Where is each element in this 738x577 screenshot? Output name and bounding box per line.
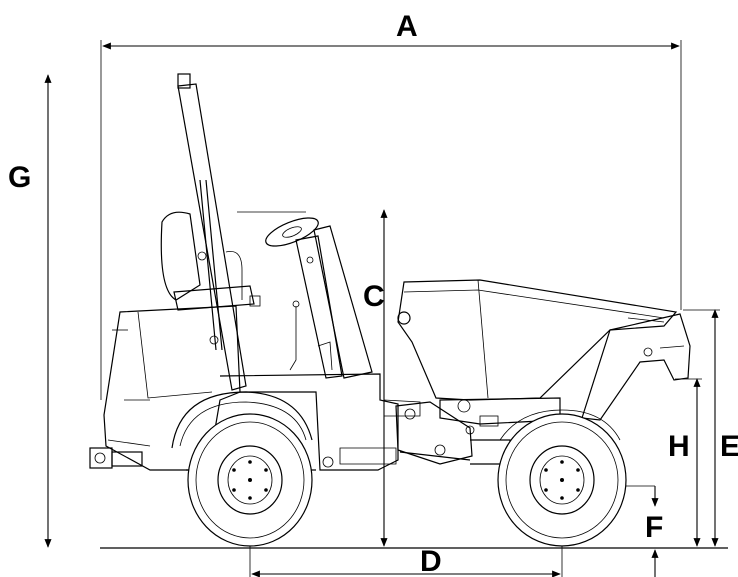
engine-body	[103, 305, 241, 471]
label-d: D	[420, 545, 442, 577]
label-c: C	[363, 280, 385, 313]
skip-ram	[439, 313, 691, 427]
label-a: A	[396, 10, 418, 43]
rear-wheel	[187, 413, 313, 547]
dimension-e	[683, 309, 720, 547]
tow-hitch	[89, 447, 143, 469]
front-wheel	[497, 413, 627, 547]
rear-fender	[171, 391, 313, 449]
site-dumper-drawing	[89, 73, 691, 547]
operator-seat	[160, 211, 261, 311]
front-fender	[499, 409, 621, 441]
steering	[265, 217, 373, 379]
label-g: G	[8, 161, 31, 194]
dimension-lines	[44, 40, 728, 577]
dimension-a	[100, 40, 682, 400]
dimension-c	[237, 209, 388, 547]
dimension-labels: A G C D E H F	[8, 10, 738, 577]
skip-bucket	[397, 279, 678, 401]
rops-frame	[177, 73, 247, 391]
articulation-joint	[322, 401, 511, 468]
label-e: E	[720, 430, 738, 463]
label-f: F	[645, 511, 663, 544]
label-h: H	[668, 430, 690, 463]
